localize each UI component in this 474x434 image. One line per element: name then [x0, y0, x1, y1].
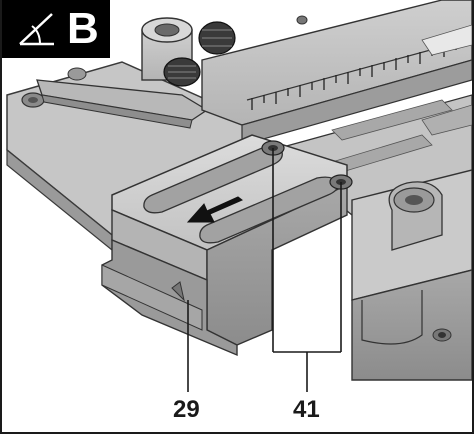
figure-letter: B: [67, 4, 99, 53]
callout-label-29: 29: [173, 396, 200, 423]
fence-knob-icon: [198, 21, 236, 55]
figure-badge: B: [2, 0, 110, 58]
slide-direction-arrow-icon: [186, 196, 243, 223]
clamp-post: [141, 17, 236, 87]
base-plate: [6, 61, 253, 252]
callout-leaders: [187, 148, 342, 392]
fence-with-scale: [201, 0, 472, 146]
workpiece-extension: [101, 134, 353, 357]
right-base-block: [351, 169, 472, 381]
callout-label-41: 41: [293, 396, 320, 423]
miter-angle-icon: [19, 13, 54, 46]
lock-knob-icon: [163, 57, 201, 87]
